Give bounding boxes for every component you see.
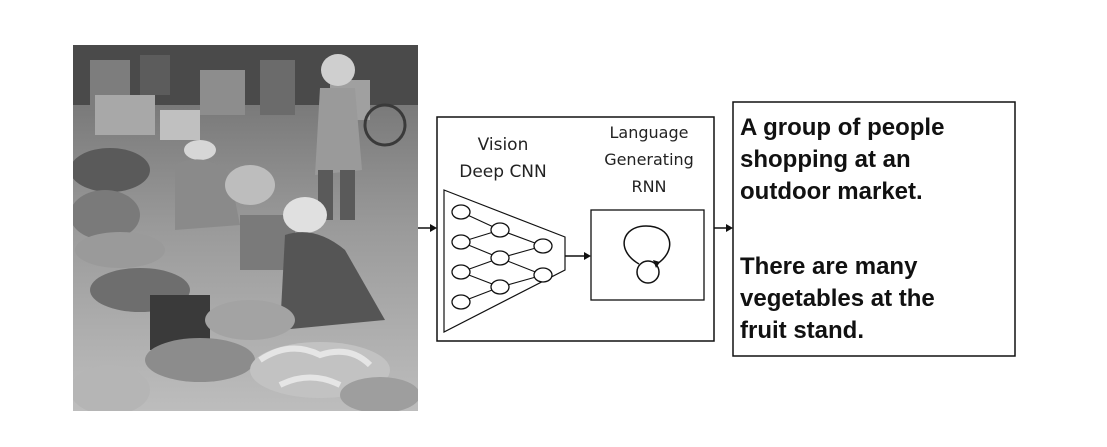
rnn-cell-icon (590, 209, 705, 301)
rnn-label-line2: Generating (604, 150, 694, 169)
cnn-label-line1: Vision (478, 135, 529, 155)
caption-2-line-1: There are many (740, 253, 918, 280)
model-box: Vision Deep CNN (436, 116, 715, 342)
arrow-model-to-captions (714, 224, 733, 232)
arrow-photo-to-model (418, 224, 437, 232)
caption-1-line-2: shopping at an (740, 146, 911, 173)
market-photo (73, 45, 418, 411)
caption-2-line-2: vegetables at the (740, 285, 935, 312)
caption-1-line-3: outdoor market. (740, 178, 923, 205)
caption-1-line-1: A group of people (740, 114, 944, 141)
cnn-label-line2: Deep CNN (459, 162, 547, 182)
rnn-label-line1: Language (610, 123, 689, 142)
caption-box: A group of people shopping at an outdoor… (732, 101, 1016, 357)
rnn-label-line3: RNN (631, 177, 666, 196)
caption-2-line-3: fruit stand. (740, 317, 864, 344)
cnn-network-icon (443, 189, 566, 333)
arrow-cnn-to-rnn (565, 252, 591, 260)
